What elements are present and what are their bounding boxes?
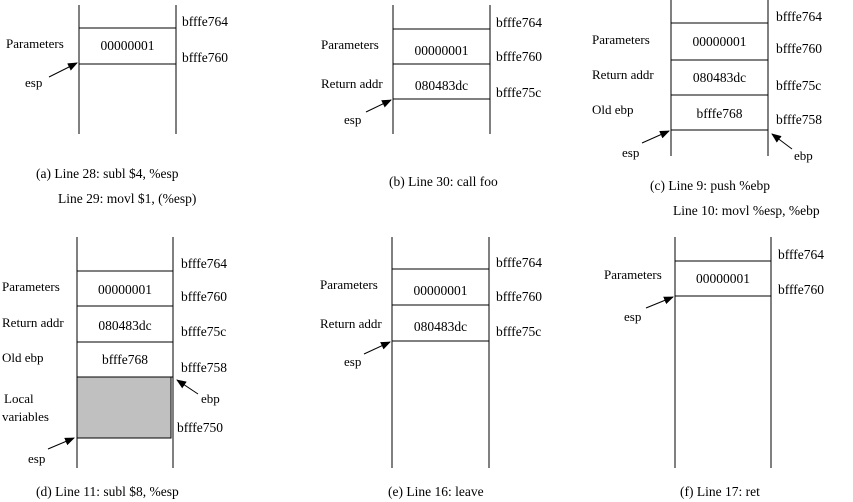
panel-caption: (b) Line 30: call foo <box>389 174 498 189</box>
panel-d: Parameters Return addr Old ebp Local var… <box>2 237 227 499</box>
esp-label: esp <box>624 309 641 324</box>
local-variables-label: Local <box>4 391 34 406</box>
address-label: bfffe758 <box>776 112 822 127</box>
esp-pointer-arrow <box>48 62 78 78</box>
parameters-label: Parameters <box>320 277 378 292</box>
old-ebp-label: Old ebp <box>592 102 634 117</box>
address-label: bfffe75c <box>181 324 226 339</box>
esp-label: esp <box>344 112 361 127</box>
ebp-label: ebp <box>794 148 813 163</box>
parameters-label: Parameters <box>592 32 650 47</box>
return-addr-label: Return addr <box>321 76 383 91</box>
panel-e: Parameters Return addr 00000001 080483dc… <box>320 237 542 499</box>
panel-b: Parameters Return addr 00000001 080483dc… <box>321 5 542 189</box>
esp-pointer-arrow <box>363 341 391 355</box>
panel-caption: (a) Line 28: subl $4, %esp <box>36 166 179 181</box>
stack-cell-value: bfffe768 <box>102 352 148 367</box>
esp-label: esp <box>622 145 639 160</box>
address-label: bfffe764 <box>496 15 542 30</box>
stack-cell-value: bfffe768 <box>697 106 743 121</box>
address-label: bfffe75c <box>496 324 541 339</box>
esp-label: esp <box>25 75 42 90</box>
esp-pointer-arrow <box>365 99 392 113</box>
return-addr-label: Return addr <box>2 315 64 330</box>
panel-c: Parameters Return addr Old ebp 00000001 … <box>592 0 822 218</box>
address-label: bfffe764 <box>496 255 542 270</box>
address-label: bfffe764 <box>778 247 824 262</box>
stack-cell-value: 080483dc <box>98 318 151 333</box>
address-label: bfffe750 <box>177 420 223 435</box>
panel-caption: Line 29: movl $1, (%esp) <box>58 191 196 206</box>
stack-cell-value: 00000001 <box>693 34 747 49</box>
address-label: bfffe760 <box>776 41 822 56</box>
parameters-label: Parameters <box>604 267 662 282</box>
stack-cell-value: 00000001 <box>414 283 468 298</box>
panel-a: Parameters 00000001 bfffe764 bfffe760 es… <box>6 5 228 206</box>
address-label: bfffe760 <box>778 282 824 297</box>
address-label: bfffe760 <box>181 289 227 304</box>
address-label: bfffe760 <box>496 289 542 304</box>
esp-pointer-arrow <box>641 130 670 144</box>
panel-caption: (c) Line 9: push %ebp <box>650 178 770 193</box>
address-label: bfffe764 <box>776 9 822 24</box>
address-label: bfffe760 <box>496 49 542 64</box>
address-label: bfffe758 <box>181 360 227 375</box>
ebp-label: ebp <box>201 391 220 406</box>
parameters-label: Parameters <box>6 36 64 51</box>
panel-f: Parameters 00000001 bfffe764 bfffe760 es… <box>604 237 824 499</box>
esp-label: esp <box>28 451 45 466</box>
stack-cell-value: 080483dc <box>693 70 746 85</box>
address-label: bfffe764 <box>181 256 227 271</box>
stack-cell-value: 00000001 <box>415 43 469 58</box>
return-addr-label: Return addr <box>592 67 654 82</box>
stack-cell-value: 00000001 <box>98 282 152 297</box>
stack-cell-value: 00000001 <box>101 38 155 53</box>
panel-caption: (e) Line 16: leave <box>388 484 484 499</box>
esp-pointer-arrow <box>645 296 674 309</box>
stack-cell-value: 080483dc <box>414 319 467 334</box>
stack-cell-value: 080483dc <box>415 78 468 93</box>
panel-caption: Line 10: movl %esp, %ebp <box>673 203 820 218</box>
parameters-label: Parameters <box>2 279 60 294</box>
old-ebp-label: Old ebp <box>2 350 44 365</box>
local-variables-region <box>76 376 172 439</box>
esp-pointer-arrow <box>47 437 75 450</box>
address-label: bfffe760 <box>182 50 228 65</box>
address-label: bfffe75c <box>776 78 821 93</box>
address-label: bfffe764 <box>182 14 228 29</box>
address-label: bfffe75c <box>496 85 541 100</box>
ebp-pointer-arrow <box>176 379 199 395</box>
local-variables-label: variables <box>2 409 49 424</box>
stack-cell-value: 00000001 <box>696 271 750 286</box>
return-addr-label: Return addr <box>320 316 382 331</box>
panel-caption: (d) Line 11: subl $8, %esp <box>36 484 179 499</box>
panel-caption: (f) Line 17: ret <box>680 484 760 499</box>
ebp-pointer-arrow <box>771 133 793 150</box>
parameters-label: Parameters <box>321 37 379 52</box>
esp-label: esp <box>344 354 361 369</box>
